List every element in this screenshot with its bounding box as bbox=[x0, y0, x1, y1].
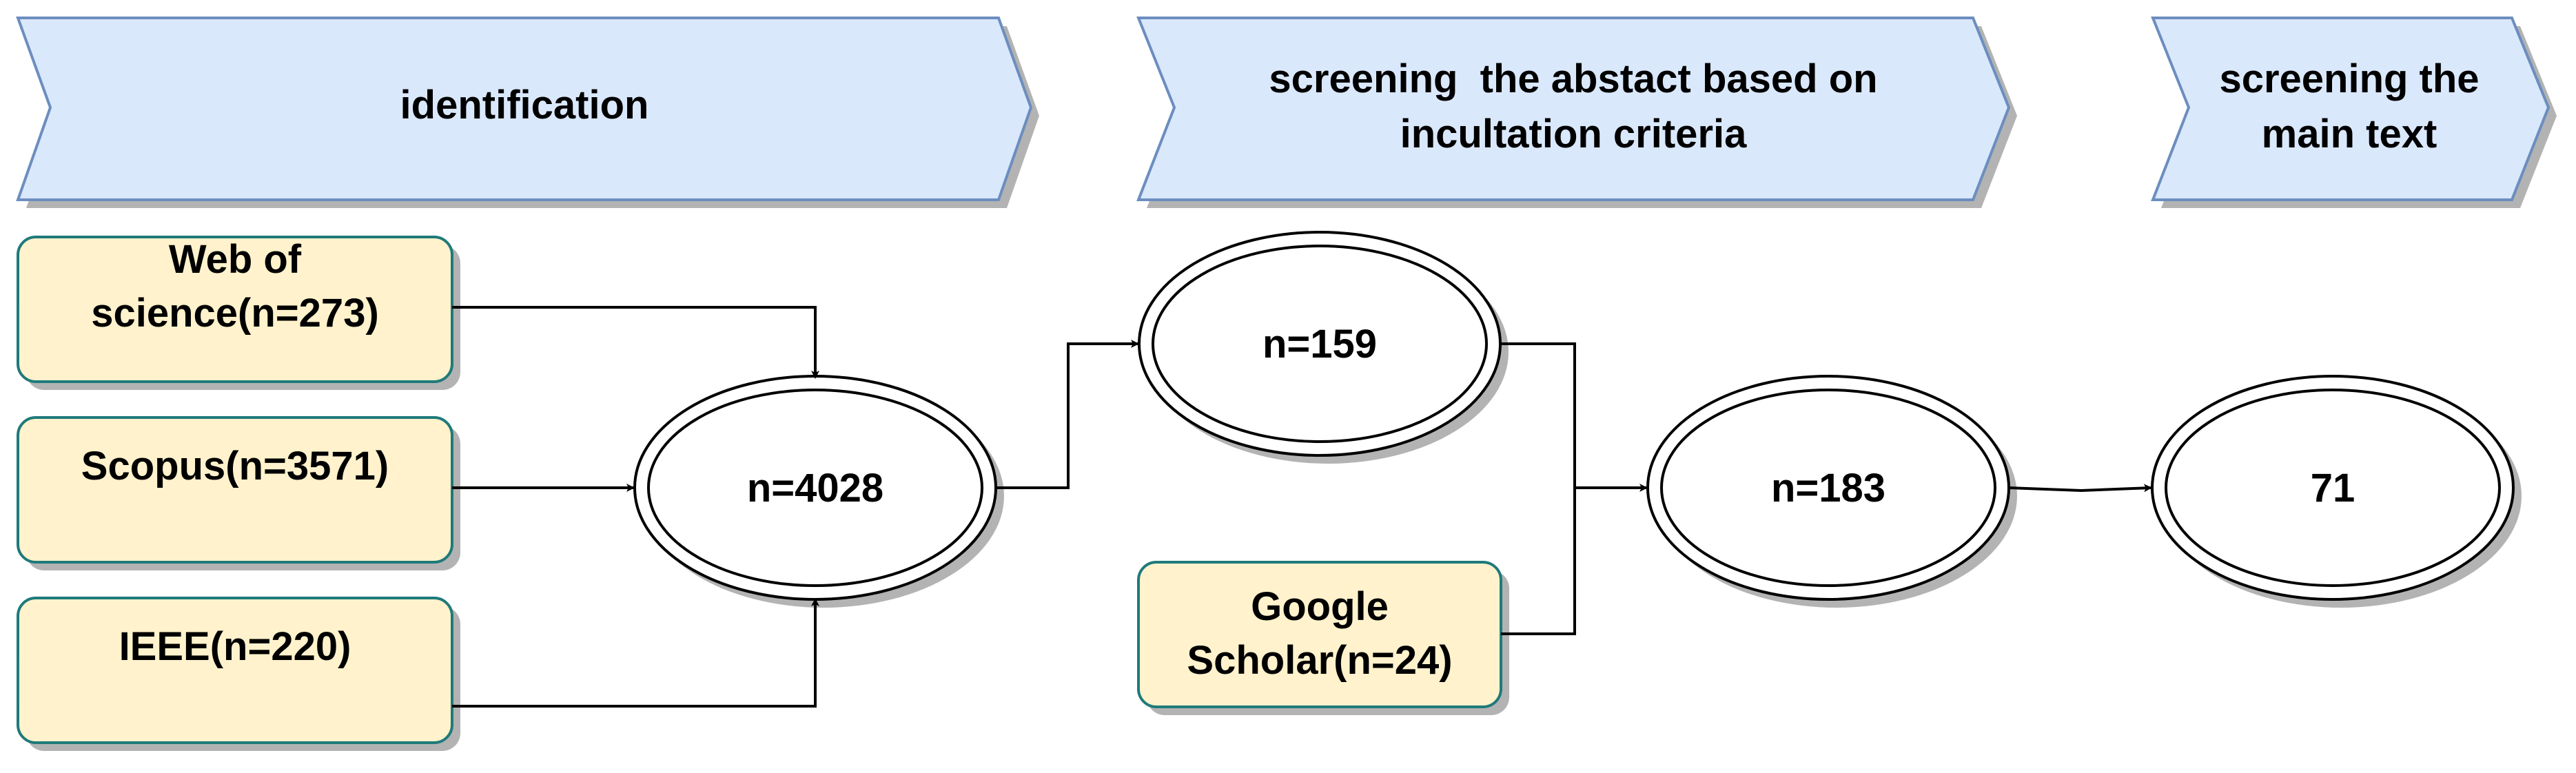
source-scopus-label: Scopus(n=3571) bbox=[81, 444, 389, 488]
count-after-abstract: n=159 bbox=[1138, 231, 1509, 464]
line-google-to-merge bbox=[1501, 488, 1576, 635]
arrow-ieee-to-identified bbox=[452, 598, 819, 708]
count-identified: n=4028 bbox=[633, 375, 1004, 608]
connectors bbox=[452, 306, 2152, 708]
count-final: 71 bbox=[2151, 375, 2522, 608]
stage-main-text-label-line1: screening the bbox=[2219, 56, 2479, 101]
arrow-identified-to-159 bbox=[996, 340, 1139, 489]
count-after-abstract-label: n=159 bbox=[1263, 322, 1377, 367]
source-ieee: IEEE(n=220) bbox=[17, 597, 460, 751]
count-identified-label: n=4028 bbox=[747, 466, 883, 511]
line-159-to-merge bbox=[1500, 342, 1576, 488]
arrow-wos-to-identified bbox=[452, 306, 819, 379]
count-final-label: 71 bbox=[2311, 466, 2355, 511]
stage-identification: identification bbox=[16, 17, 1039, 208]
source-google-label-line2: Scholar(n=24) bbox=[1187, 638, 1452, 683]
stage-main-text-screening: screening the main text bbox=[2151, 17, 2557, 208]
count-combined-label: n=183 bbox=[1771, 466, 1885, 511]
source-google-label-line1: Google bbox=[1251, 584, 1389, 629]
source-web-of-science: Web of science(n=273) bbox=[17, 236, 460, 390]
stage-abstract-screening: screening the abstact based on incultati… bbox=[1136, 17, 2017, 208]
stage-identification-label: identification bbox=[400, 83, 649, 127]
count-combined: n=183 bbox=[1646, 375, 2017, 608]
source-google-scholar: Google Scholar(n=24) bbox=[1137, 561, 1509, 715]
source-wos-label-line2: science(n=273) bbox=[91, 291, 379, 336]
source-ieee-label: IEEE(n=220) bbox=[119, 624, 351, 669]
stage-main-text-label-line2: main text bbox=[2262, 112, 2437, 156]
source-wos-label-line1: Web of bbox=[169, 237, 302, 282]
stage-abstract-label-line1: screening the abstact based on bbox=[1269, 56, 1877, 101]
source-scopus: Scopus(n=3571) bbox=[17, 416, 460, 570]
arrow-183-to-final bbox=[2008, 484, 2152, 493]
stage-abstract-label-line2: incultation criteria bbox=[1400, 112, 1748, 156]
